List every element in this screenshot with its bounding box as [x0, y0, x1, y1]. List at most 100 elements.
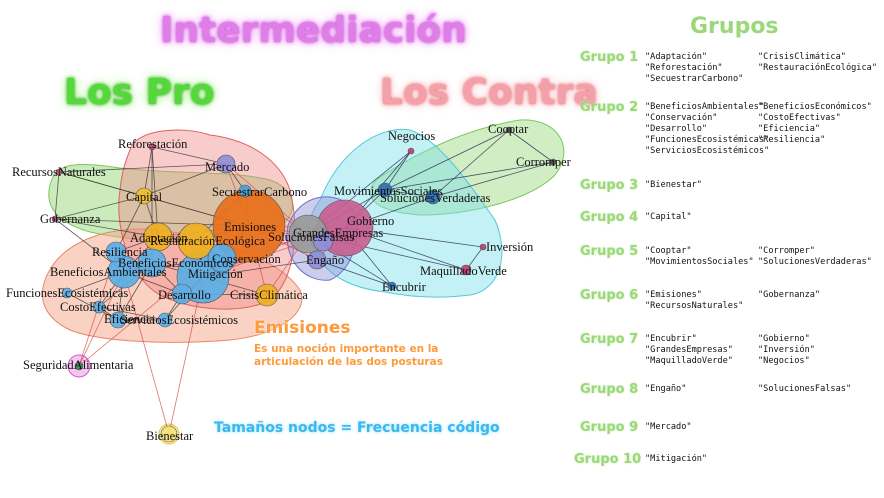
- group-code: "FuncionesEcosistémicas": [645, 135, 770, 145]
- group-code: "BeneficiosEconómicos": [758, 102, 872, 112]
- group-code: "MaquilladoVerde": [645, 356, 733, 366]
- group-code: "Desarrollo": [645, 124, 708, 134]
- label-CostoEfectivas: CostoEfectivas: [60, 300, 136, 314]
- group-code: "SolucionesFalsas": [758, 384, 852, 394]
- group-label-7: Grupo 7: [580, 332, 639, 347]
- group-code: "Reforestación": [645, 63, 723, 73]
- label-Desarrollo: Desarrollo: [158, 288, 211, 302]
- group-code: "SolucionesVerdaderas": [758, 257, 872, 267]
- edge-Reforestacion-Adaptacion: [151, 146, 159, 238]
- label-Mitigacion: Mitigación: [188, 267, 244, 281]
- group-code: "Mercado": [645, 422, 692, 432]
- node-MovimientosSociales: [377, 182, 393, 198]
- group-code: "Negocios": [758, 356, 810, 366]
- node-CostoEfectivas: [92, 300, 106, 314]
- label-SecuestrarCarbono: SecuestrarCarbono: [212, 185, 307, 199]
- edge-SeguridadAlimentaria-BeneficiosAmbientales: [78, 271, 125, 367]
- edge-SolucionesVerdaderas-Corromper: [432, 161, 554, 198]
- group-label-6: Grupo 6: [580, 288, 639, 303]
- emisiones-note-title: Emisiones: [254, 318, 351, 338]
- group-code: "BeneficiosAmbientales": [645, 102, 764, 112]
- edge-SolucionesVerdaderas-Cooptar: [432, 129, 510, 198]
- group-code: "Emisiones": [645, 290, 702, 300]
- label-Gobernanza: Gobernanza: [40, 212, 101, 226]
- node-RecursosNaturales: [55, 168, 63, 176]
- node-Mercado: [216, 154, 236, 174]
- group-code: "Capital": [645, 212, 692, 222]
- label-SeguridadAlimentaria: SeguridadAlimentaria: [23, 358, 134, 372]
- hull-contra-green: [370, 119, 565, 216]
- label-RecursosNaturales: RecursosNaturales: [12, 165, 106, 179]
- label-Eficiencia: Eficiencia: [104, 312, 155, 326]
- label-SolucionesVerdaderas: SolucionesVerdaderas: [380, 191, 491, 205]
- edge-MovimientosSociales-SolucionesVerdaderas: [384, 189, 434, 198]
- group-code: "Encubrir": [645, 334, 697, 344]
- label-Engano: Engaño: [306, 253, 344, 267]
- label-MaquilladoVerde: MaquilladoVerde: [420, 264, 507, 278]
- node-SolucionesVerdaderas: [425, 189, 441, 205]
- group-code: "RecursosNaturales": [645, 301, 744, 311]
- groups-title: Grupos: [690, 14, 779, 39]
- edge-Capital-Gobernanza: [54, 195, 145, 220]
- group-code: "Gobierno": [758, 334, 810, 344]
- label-Emisiones: Emisiones: [224, 220, 276, 234]
- emisiones-note-text: Es una noción importante en la articulac…: [254, 343, 443, 368]
- group-label-2: Grupo 2: [580, 100, 639, 115]
- node-ServiciosEcosistemicos: [157, 312, 173, 328]
- node-Conservacion: [207, 243, 237, 273]
- node-FuncionesEcosistemicas: [61, 287, 73, 299]
- label-Inversion: Inversión: [486, 240, 534, 254]
- group-codes-4: "Capital": [645, 212, 880, 223]
- edge-Reforestacion-Mercado: [151, 146, 227, 165]
- group-label-10: Grupo 10: [574, 452, 642, 467]
- group-codes-8: "Engaño""SolucionesFalsas": [645, 384, 880, 395]
- node-SeguridadAlimentaria: [74, 361, 84, 371]
- node-Engano: [307, 250, 327, 270]
- group-code: "CrisisClimática": [758, 52, 846, 62]
- node-BeneficiosEconomicos: [137, 248, 167, 278]
- group-label-8: Grupo 8: [580, 382, 639, 397]
- node-Corromper: [549, 158, 557, 166]
- title-los-contra: Los Contra: [380, 72, 598, 113]
- group-code: "Eficiencia": [758, 124, 821, 134]
- group-code: "Adaptación": [645, 52, 708, 62]
- edge-Encubrir-Engano: [316, 259, 393, 287]
- graph-nodes: [51, 126, 557, 443]
- node-Cooptar: [505, 126, 513, 134]
- group-code: "Corromper": [758, 246, 815, 256]
- label-Resiliencia: Resiliencia: [92, 245, 148, 259]
- group-codes-5: "Cooptar""Corromper""MovimientosSociales…: [645, 246, 880, 268]
- group-label-9: Grupo 9: [580, 420, 639, 435]
- edge-Bienestar-BeneficiosAmbientales: [123, 271, 170, 435]
- group-code: "SecuestrarCarbono": [645, 74, 744, 84]
- node-Reforestacion: [148, 143, 156, 151]
- group-label-3: Grupo 3: [580, 178, 639, 193]
- node-Bienestar: [160, 425, 178, 443]
- edge-Negocios-MovimientosSociales: [384, 150, 412, 191]
- label-MovimientosSociales: MovimientosSociales: [334, 184, 442, 198]
- group-code: "CostoEfectivas": [758, 113, 841, 123]
- node-Capital: [135, 187, 153, 205]
- label-BeneficiosAmbientales: BeneficiosAmbientales: [50, 265, 167, 279]
- node-RestauracionEcologica: [177, 222, 215, 260]
- group-code: "RestauraciónEcológica": [758, 63, 877, 73]
- label-Gobierno: Gobierno: [347, 214, 394, 228]
- label-Corromper: Corromper: [516, 155, 572, 169]
- edge-Capital-Mercado: [143, 163, 227, 197]
- title-los-pro: Los Pro: [64, 72, 215, 113]
- node-Desarrollo: [171, 283, 193, 305]
- edge-ServiciosEcosistemicos-CostoEfectivas: [98, 306, 166, 321]
- edge-Cooptar-Corromper: [508, 129, 554, 163]
- label-Negocios: Negocios: [388, 129, 435, 143]
- edge-RecursosNaturales-Mercado: [58, 163, 227, 173]
- node-CrisisClimatica: [255, 283, 279, 307]
- label-Adaptacion: Adaptación: [130, 231, 188, 245]
- label-Mercado: Mercado: [205, 160, 249, 174]
- group-code: "Conservación": [645, 113, 718, 123]
- group-code: "Bienestar": [645, 180, 702, 190]
- label-Capital: Capital: [126, 190, 163, 204]
- label-Reforestacion: Reforestación: [118, 137, 188, 151]
- edge-Gobernanza-Adaptacion: [54, 218, 159, 238]
- group-code: "Mitigación": [645, 454, 708, 464]
